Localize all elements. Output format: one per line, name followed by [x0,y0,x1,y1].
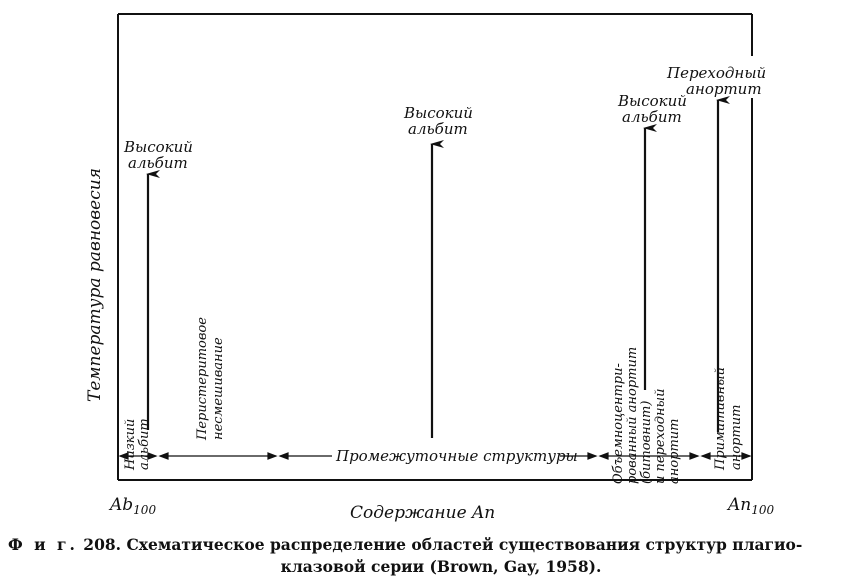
region-arrowhead [267,452,278,460]
x-axis-label: Содержание An [350,503,495,523]
y-axis-label: Температура равновесия [85,168,105,402]
label-body-centered-anorthite: Объемноцентри- рованный анортит (битовни… [611,343,682,484]
region-arrowhead [158,452,169,460]
figure-caption: Ф и г. 208. Схематическое распределение … [8,534,844,578]
region-arrowhead [587,452,598,460]
label-intermediate-structures: Промежуточные структуры [335,447,578,465]
x-left-label: Ab100 [108,495,156,517]
label-peristerite: Перистеритовое несмешивание [195,313,226,441]
region-arrows [118,452,752,460]
label-primitive-anorthite: Примитивный анортит [713,363,744,471]
label-high-albite-2: Высокий альбит [403,104,478,138]
region-arrowhead [700,452,711,460]
phase-diagram: Температура равновесия Ab100 An100 Содер… [85,13,775,523]
region-arrowhead [741,452,752,460]
region-arrowhead [118,452,129,460]
label-transitional-anorthite: Переходный анортит [666,64,771,98]
caption-prefix: Ф и г. [8,535,78,554]
caption-number: 208. [83,535,122,554]
caption-line1: Схематическое распределение областей сущ… [126,535,803,554]
caption-line2: клазовой серии (Brown, Gay, 1958). [280,557,602,576]
region-arrowhead [278,452,289,460]
region-arrowhead [598,452,609,460]
label-high-albite-3: Высокий альбит [617,92,692,126]
label-low-albite: Низкий альбит [123,415,152,471]
region-arrowhead [147,452,158,460]
region-arrowhead [689,452,700,460]
label-high-albite-1: Высокий альбит [123,138,198,172]
x-right-label: An100 [726,495,775,517]
